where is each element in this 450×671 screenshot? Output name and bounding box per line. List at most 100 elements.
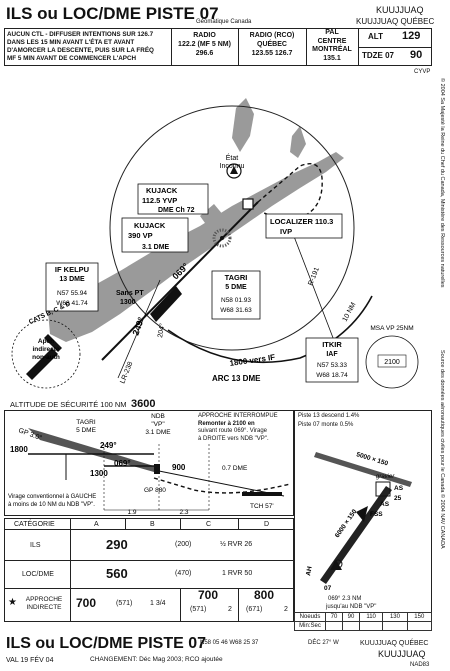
missed-approach-box: APPROCHE INTERROMPUE Remonter à 2100 en … (198, 413, 278, 442)
alt-label: ALT (368, 32, 383, 41)
circling-label2: indirecte (32, 346, 59, 353)
radial-191-label: R-191 (307, 266, 321, 286)
footer-title: ILS ou LOC/DME PISTE 07 (6, 635, 207, 652)
kujjack-dme-channel: DME Ch 72 (158, 207, 195, 214)
arc-altitude: 1800 vers IF (229, 353, 276, 368)
minima-ils-vis: ½ RVR 26 (220, 541, 253, 548)
knots-130: 130 (382, 612, 408, 622)
profile-tagri-dme: 5 DME (76, 427, 97, 434)
knots-70: 70 (325, 612, 343, 622)
profile-alt-1800: 1800 (10, 445, 28, 454)
msa-label: MSA VP 25NM (370, 325, 413, 332)
profile-turn-note2: à moins de 10 NM du NDB "VP". (8, 502, 95, 508)
minima-cat-b: B (150, 521, 155, 528)
kujjack-ndb-freq: 390 VP (128, 231, 153, 240)
profile-ndb: NDB (151, 413, 165, 420)
minima-table (4, 518, 294, 622)
minima-ils-name: ILS (30, 542, 41, 549)
minima-cat-d: D (264, 521, 270, 528)
header-note: AUCUN CTL - DIFFUSER INTENTIONS SUR 126.… (7, 31, 154, 62)
footer-validity: VAL 19 FÉV 04 (6, 657, 54, 664)
itkir-lat: N57 53.33 (317, 362, 347, 369)
tdze-label: TDZE 07 (362, 51, 395, 60)
rwy-07-number: 07 (324, 585, 332, 592)
minima-loc-haat: (470) (175, 570, 192, 577)
itkir-lon: W68 18.74 (316, 372, 348, 379)
knots-110: 110 (358, 612, 384, 622)
footer-change: CHANGEMENT: Déc Mag 2003; RCO ajoutée (90, 656, 223, 663)
minsec-label: Min:Sec (294, 621, 326, 631)
rwy07-slope: Piste 07 monte 0.5% (298, 422, 354, 428)
minima-loc-alt: 560 (106, 566, 128, 581)
profile-dist-19: 1.9 (127, 509, 136, 516)
final-course (101, 201, 259, 361)
footer-coords: N58 05 46 W68 25 37 (200, 640, 259, 646)
no-pt-label: Sans PT (116, 290, 144, 297)
no-pt-altitude: 1300 (120, 299, 136, 306)
publisher: Géomatique Canada (196, 19, 252, 25)
gravel-label: gravier (376, 474, 395, 480)
minima-circ-ab-haat: (571) (116, 600, 133, 607)
tagri-dme: 5 DME (225, 284, 247, 291)
alt-value: 129 (402, 30, 421, 42)
chart-title: ILS ou LOC/DME PISTE 07 (6, 4, 219, 23)
dme-arc (167, 295, 373, 364)
minima-circ-ab-vis: 1 3/4 (150, 600, 166, 607)
kujjack-ndb-name: KUJACK (134, 221, 166, 230)
knots-150: 150 (406, 612, 433, 622)
aerodrome-note-069: 069° 2.3 NM (328, 596, 362, 602)
unknown-state-label1: État (226, 153, 239, 162)
footer-datum: NAD83 (410, 662, 430, 668)
minima-circling-name: APPROCHE INDIRECTE (25, 596, 63, 611)
missed-approach-track (257, 163, 323, 219)
course-249-plan: 249° (130, 315, 146, 336)
dme-symbol (242, 198, 254, 210)
tagri-lat: N58 01.93 (221, 297, 251, 304)
profile-tagri: TAGRI (76, 419, 96, 426)
knots-90: 90 (341, 612, 360, 622)
ndb-symbol (212, 228, 232, 248)
minima-circ-d-haat: (671) (246, 606, 263, 613)
circling-label3: non-auth (32, 354, 60, 361)
profile-gp-880: GP 880 (144, 487, 166, 494)
course-204: 204° (156, 323, 166, 339)
minima-circ-c-vis: 2 (228, 606, 232, 613)
tagri-lon: W68 31.63 (220, 307, 252, 314)
minima-loc-name: LOC/DME (22, 571, 54, 578)
tagri-name: TAGRI (225, 273, 248, 282)
profile-alt-1300: 1300 (90, 469, 108, 478)
radial-191 (289, 225, 341, 357)
profile-dme-07: 0.7 DME (222, 465, 248, 472)
unknown-state-label2: Inconnu (220, 163, 245, 170)
minima-cat-c: C (206, 521, 212, 528)
lead-radial-238 (117, 279, 161, 379)
star-symbol: ★ (8, 597, 17, 608)
runway-13-31 (314, 452, 412, 487)
aerodrome-note-ndb: jusqu'au NDB "VP" (326, 604, 377, 610)
city-province: KUUJJUAQ QUÉBEC (356, 17, 435, 26)
footer-city-province: KUUJJUAQ QUÉBEC (360, 640, 429, 647)
plan-view: 069° 249° 204° R-191 LR-238 10 NM État I… (11, 98, 419, 389)
apron-label-1: AS (380, 501, 390, 508)
water-areas (48, 98, 344, 342)
msa-circle (365, 335, 419, 389)
safety-altitude-value: 3600 (131, 398, 156, 410)
if-kelpu-lon: W68 41.74 (56, 300, 88, 307)
knots-label: Noeuds (294, 612, 326, 622)
minima-category-header: CATÉGORIE (14, 521, 55, 528)
circling-label1: Apch (38, 338, 54, 345)
minima-ils-haat: (200) (175, 541, 192, 548)
minima-loc-vis: 1 RVR 50 (222, 570, 253, 577)
kujjack-dme-name: KUJACK (146, 186, 178, 195)
footer-declination: DÉC 27° W (308, 640, 339, 646)
itkir-name: ITKIR (322, 340, 342, 349)
fss-label: FSS (370, 511, 383, 518)
minima-ils-alt: 290 (106, 537, 128, 552)
profile-ndb-vp: "VP" (151, 421, 165, 428)
kujjack-dme-freq: 112.5 YVP (142, 196, 177, 205)
profile-alt-900: 900 (172, 463, 186, 472)
profile-tch: TCH 57' (250, 503, 274, 510)
minima-circ-c-haat: (571) (190, 606, 207, 613)
safety-altitude-label: ALTITUDE DE SÉCURITÉ 100 NM (10, 400, 127, 409)
range-ring (109, 105, 355, 351)
